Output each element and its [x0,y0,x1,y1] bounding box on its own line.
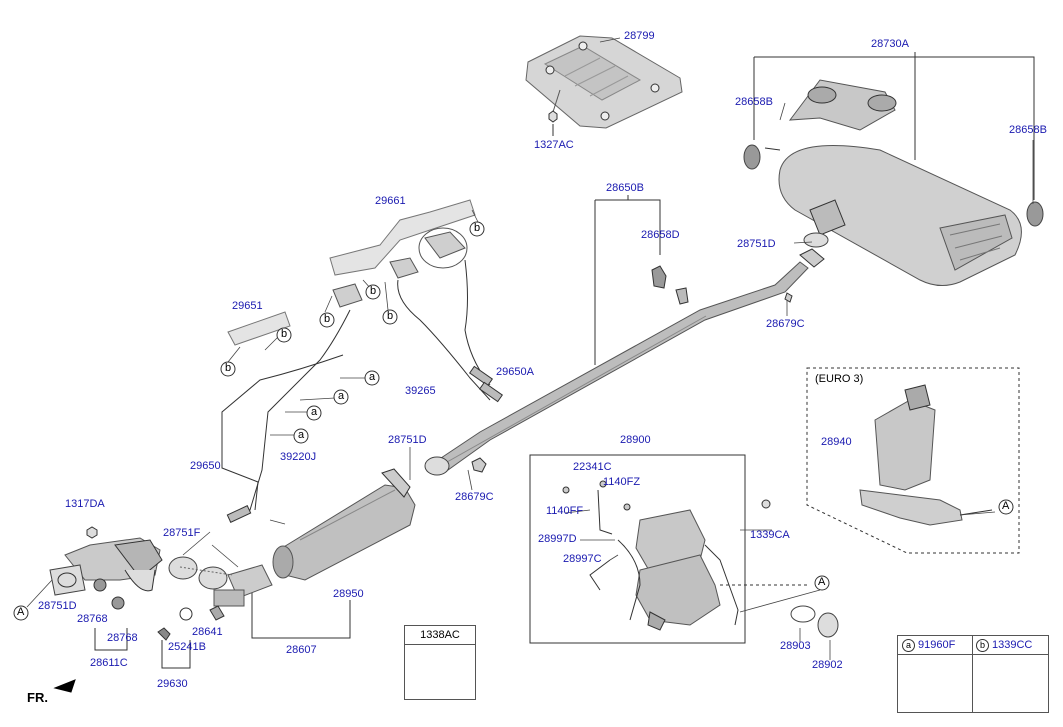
part-label-1327AC[interactable]: 1327AC [534,139,574,151]
part-label-28903[interactable]: 28903 [780,640,811,652]
callout-b: b [225,362,232,374]
legend-divider [972,636,973,712]
callout-b: b [324,313,331,325]
part-label-28658B[interactable]: 28658B [735,96,773,108]
part-label-25241B[interactable]: 25241B [168,641,206,653]
callout-a: a [311,406,318,418]
part-label-29651[interactable]: 29651 [232,300,263,312]
part-label-28902[interactable]: 28902 [812,659,843,671]
part-label-28751F[interactable]: 28751F [163,527,201,539]
part-label-28900[interactable]: 28900 [620,434,651,446]
muffler-drawing [743,52,1044,286]
part-label-29630[interactable]: 29630 [157,678,188,690]
part-label-28607[interactable]: 28607 [286,644,317,656]
part-label-28997D[interactable]: 28997D [538,533,577,545]
callout-a: a [369,371,376,383]
part-label-28940[interactable]: 28940 [821,436,852,448]
callout-b: b [387,310,394,322]
part-label-28799[interactable]: 28799 [624,30,655,42]
callout-b: b [281,328,288,340]
part-label-29650[interactable]: 29650 [190,460,221,472]
part-label-28768[interactable]: 28768 [77,613,108,625]
part-label-28679C[interactable]: 28679C [766,318,805,330]
part-label-28650B[interactable]: 28650B [606,182,644,194]
part-label-1317DA[interactable]: 1317DA [65,498,105,510]
part-label-28730A[interactable]: 28730A [871,38,909,50]
heat-shield-drawing [525,35,683,136]
legend-1338AC-title: 1338AC [405,626,475,645]
legend-a-code[interactable]: 91960F [918,639,956,651]
part-label-28997C[interactable]: 28997C [563,553,602,565]
front-direction-label: FR. [27,690,48,705]
callout-A: A [818,576,826,588]
callout-circles [13,221,1014,621]
euro3-note: (EURO 3) [815,373,864,385]
part-label-28950[interactable]: 28950 [333,588,364,600]
callout-b: b [474,222,481,234]
group-28900-drawing [529,454,839,644]
part-label-28679C[interactable]: 28679C [455,491,494,503]
part-label-28768[interactable]: 28768 [107,632,138,644]
part-label-28751D[interactable]: 28751D [737,238,776,250]
legend-b-code[interactable]: 1339CC [992,639,1033,651]
part-label-1140FZ[interactable]: 1140FZ [603,476,641,488]
catalyst-drawing [168,468,416,639]
part-label-39220J[interactable]: 39220J [280,451,317,463]
part-label-28611C[interactable]: 28611C [90,657,128,669]
part-label-28658B[interactable]: 28658B [1009,124,1047,136]
legend-1338AC: 1338AC [404,625,476,700]
callout-A: A [1002,500,1010,512]
part-label-29661[interactable]: 29661 [375,195,406,207]
front-arrow-icon [53,679,76,693]
callout-b: b [370,285,377,297]
legend-b-marker: b [976,639,989,652]
part-label-28641[interactable]: 28641 [192,626,223,638]
leader-lines [26,37,1034,660]
part-label-22341C[interactable]: 22341C [573,461,612,473]
part-label-1339CA[interactable]: 1339CA [750,529,790,541]
part-label-1140FF[interactable]: 1140FF [546,505,584,517]
callout-a: a [298,429,305,441]
legend-a-marker: a [902,639,915,652]
part-label-29650A[interactable]: 29650A [496,366,534,378]
part-label-39265[interactable]: 39265 [405,385,436,397]
manifold-catalyst-drawing [49,526,193,669]
callout-A: A [17,606,25,618]
part-label-28751D[interactable]: 28751D [388,434,427,446]
callout-a: a [338,390,345,402]
euro3-variant-drawing [806,367,1020,554]
center-pipe-drawing [424,195,829,476]
part-label-28751D[interactable]: 28751D [38,600,77,612]
sensor-harness-drawing [221,199,504,523]
part-label-28658D[interactable]: 28658D [641,229,680,241]
